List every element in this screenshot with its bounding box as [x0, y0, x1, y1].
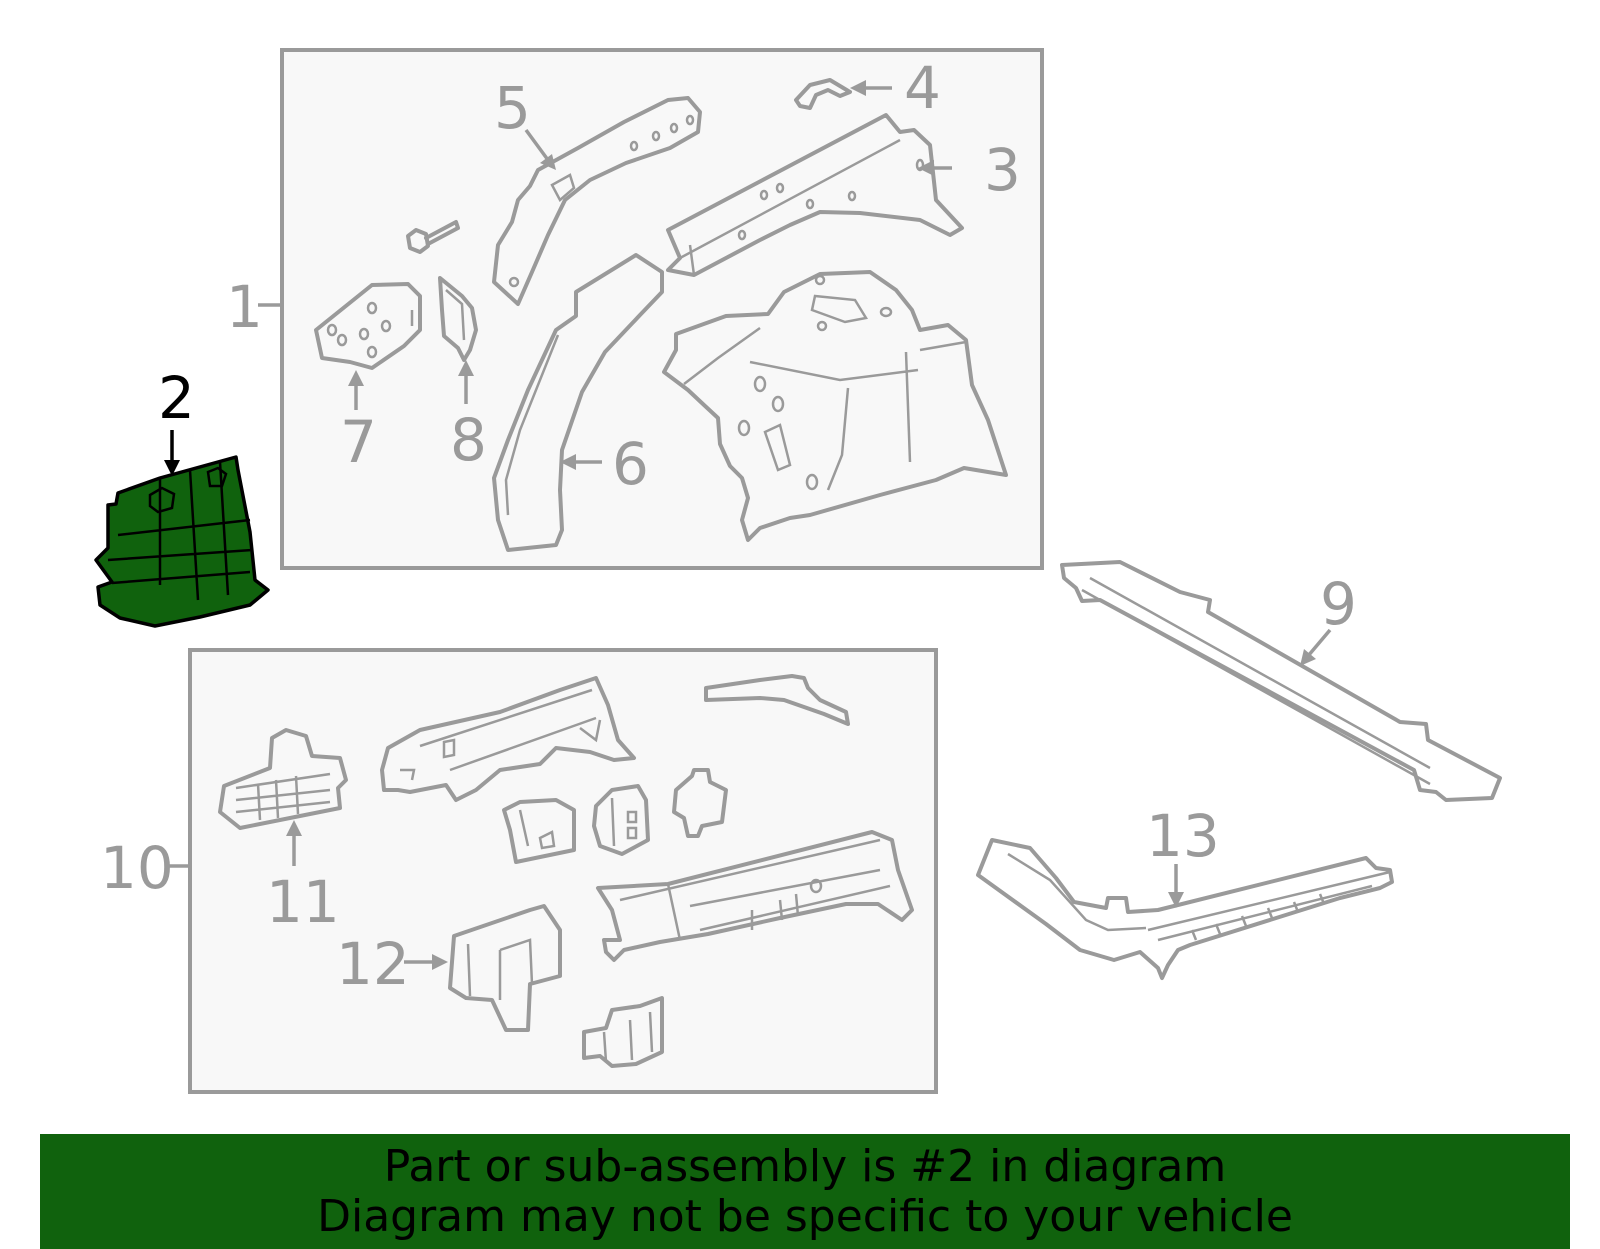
- part-5: [492, 96, 702, 306]
- callout-8: 8: [450, 406, 487, 474]
- callout-9: 9: [1320, 570, 1357, 638]
- info-banner: Part or sub-assembly is #2 in diagram Di…: [40, 1134, 1570, 1249]
- callout-4: 4: [904, 54, 941, 122]
- part-3: [666, 113, 964, 277]
- group-box-10: [188, 648, 938, 1094]
- bolt: [406, 220, 460, 254]
- group-10-parts: [380, 674, 914, 1068]
- callout-3: 3: [984, 136, 1021, 204]
- callout-5: 5: [494, 74, 531, 142]
- banner-line-2: Diagram may not be specific to your vehi…: [317, 1191, 1293, 1242]
- callout-2[interactable]: 2: [158, 364, 195, 432]
- callout-13: 13: [1146, 802, 1220, 870]
- part-13: [976, 838, 1394, 980]
- part-6: [492, 253, 664, 552]
- part-8: [438, 276, 478, 362]
- callout-6: 6: [612, 430, 649, 498]
- callout-10: 10: [100, 834, 174, 902]
- banner-line-1: Part or sub-assembly is #2 in diagram: [383, 1141, 1227, 1192]
- part-11: [218, 728, 348, 830]
- part-2-highlighted[interactable]: [94, 455, 270, 628]
- part-4: [794, 78, 852, 110]
- fender-apron: [662, 270, 1008, 542]
- leader-lines: [164, 80, 1332, 970]
- parts-diagram: 1 2 3 4 5 6 7 8 9 10 11 12 13: [94, 48, 1502, 1094]
- part-9: [1060, 560, 1502, 802]
- callout-7: 7: [340, 408, 377, 476]
- callout-1: 1: [226, 273, 263, 341]
- callout-12: 12: [336, 930, 410, 998]
- callout-11: 11: [266, 868, 340, 936]
- group-box-1: [280, 48, 1044, 570]
- part-7: [314, 282, 422, 370]
